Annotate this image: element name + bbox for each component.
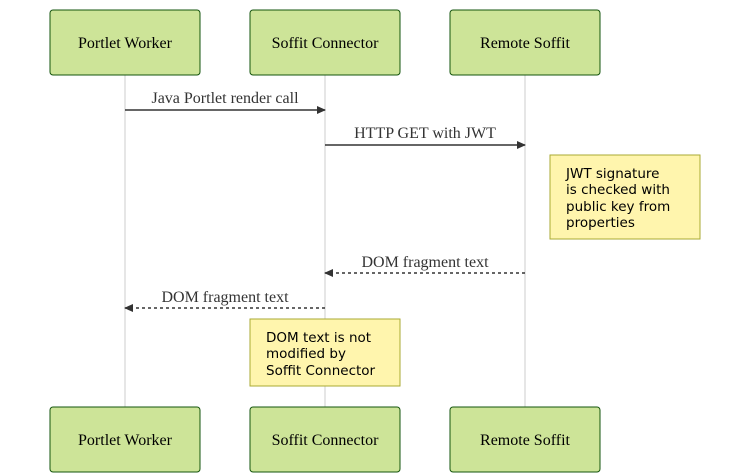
note-line: modified by — [266, 346, 346, 362]
actor-soffit-connector-top: Soffit Connector — [249, 9, 401, 76]
actor-remote-soffit-top: Remote Soffit — [449, 9, 601, 76]
actor-label: Soffit Connector — [272, 35, 379, 52]
message-label: Java Portlet render call — [151, 90, 299, 107]
note-line: DOM text is not — [266, 330, 371, 346]
actor-label: Portlet Worker — [78, 432, 173, 449]
note-jwt-signature: JWT signature is checked with public key… — [549, 154, 701, 240]
note-dom-not-modified: DOM text is not modified by Soffit Conne… — [249, 318, 401, 387]
message-label: DOM fragment text — [161, 289, 289, 306]
note-line: JWT signature — [565, 166, 659, 182]
note-line: public key from — [566, 199, 670, 215]
actor-label: Soffit Connector — [272, 432, 379, 449]
actor-soffit-connector-bottom: Soffit Connector — [249, 406, 401, 473]
message-render-call: Java Portlet render call — [125, 90, 326, 114]
message-label: HTTP GET with JWT — [354, 125, 496, 142]
actor-label: Remote Soffit — [480, 432, 570, 449]
message-http-get: HTTP GET with JWT — [325, 125, 526, 149]
actor-label: Portlet Worker — [78, 35, 173, 52]
message-dom-fragment-return-2: DOM fragment text — [124, 289, 325, 312]
actor-portlet-worker-bottom: Portlet Worker — [49, 406, 201, 473]
actor-label: Remote Soffit — [480, 35, 570, 52]
note-line: properties — [566, 215, 635, 231]
note-line: is checked with — [566, 182, 670, 198]
actor-remote-soffit-bottom: Remote Soffit — [449, 406, 601, 473]
actor-portlet-worker-top: Portlet Worker — [49, 9, 201, 76]
note-line: Soffit Connector — [266, 363, 376, 379]
message-dom-fragment-return-1: DOM fragment text — [324, 254, 525, 277]
message-label: DOM fragment text — [361, 254, 489, 271]
